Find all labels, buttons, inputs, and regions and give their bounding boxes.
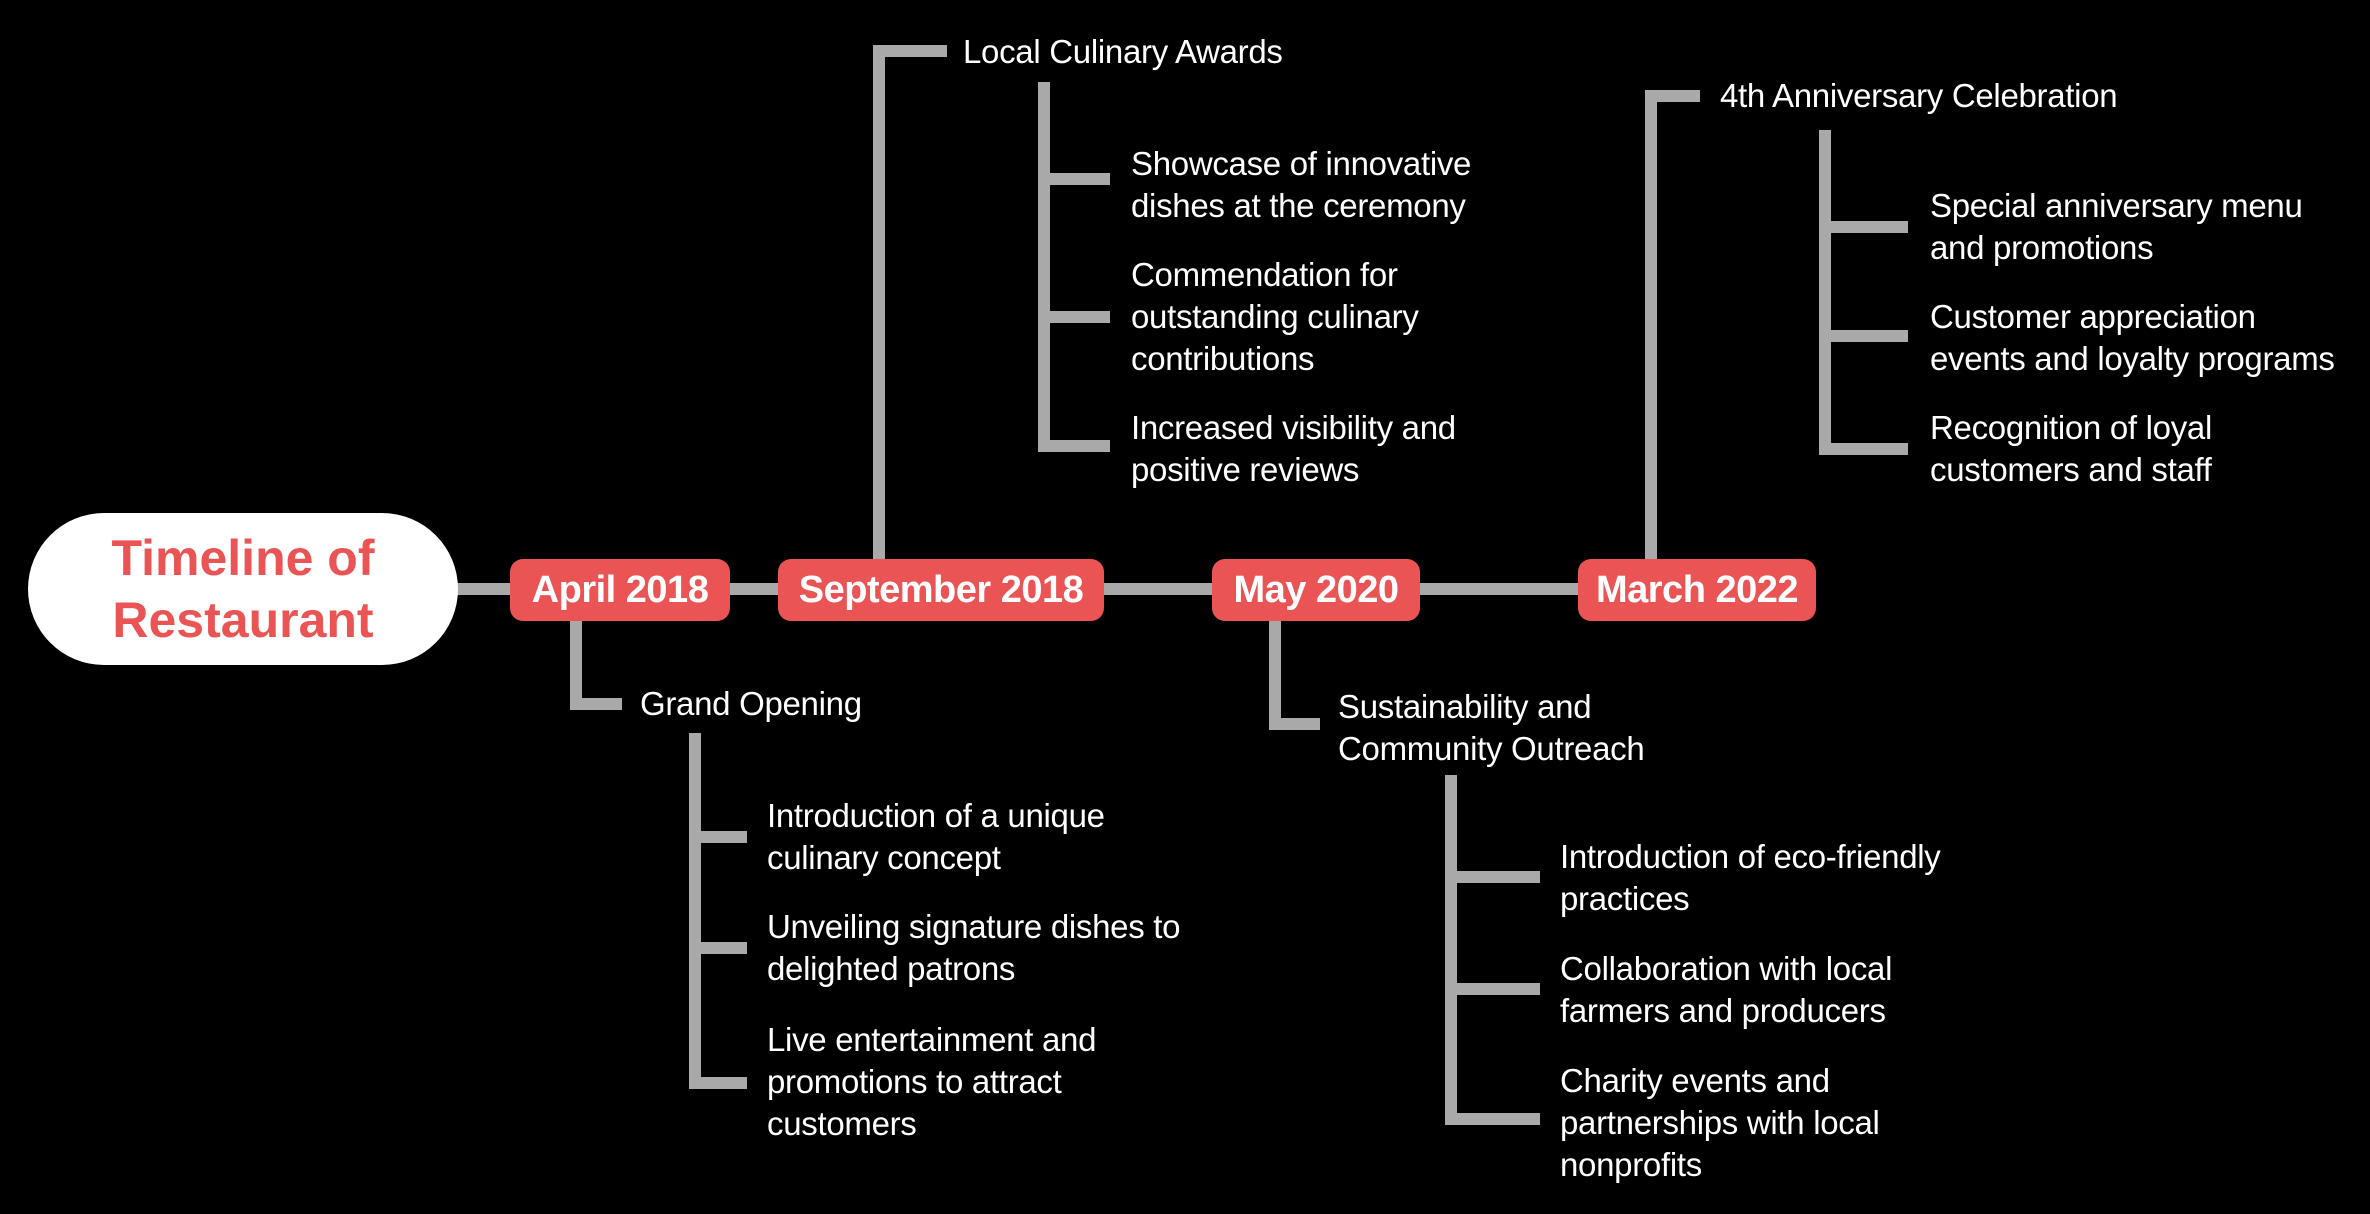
- connector-sustainability-subvertical: [1445, 775, 1457, 1125]
- connector-march-elbow: [1645, 90, 1700, 102]
- milestone-node-september-2018: September 2018: [778, 559, 1104, 621]
- milestone-node-march-2022: March 2022: [1578, 559, 1816, 621]
- connector-anniversary-stub-2: [1819, 330, 1908, 342]
- connector-may-elbow: [1269, 718, 1320, 730]
- connector-september-elbow: [873, 45, 947, 57]
- event-label-4th-anniversary: 4th Anniversary Celebration: [1720, 77, 2118, 114]
- connector-culinary-stub-3: [1038, 440, 1110, 452]
- connector-grandopening-stub-2: [689, 942, 747, 954]
- connector-march-vertical: [1645, 90, 1657, 575]
- connector-april-elbow: [570, 698, 622, 710]
- connector-sustainability-stub-3: [1445, 1113, 1540, 1125]
- connector-anniversary-subvertical: [1819, 130, 1831, 455]
- connector-sustainability-stub-1: [1445, 871, 1540, 883]
- connector-grandopening-stub-1: [689, 831, 747, 843]
- connector-anniversary-stub-3: [1819, 443, 1908, 455]
- connector-sustainability-stub-2: [1445, 983, 1540, 995]
- connector-september-vertical: [873, 45, 885, 575]
- connector-culinary-subvertical: [1038, 82, 1050, 452]
- connector-culinary-stub-1: [1038, 173, 1110, 185]
- milestone-node-april-2018: April 2018: [510, 559, 730, 621]
- event-label-local-culinary-awards: Local Culinary Awards: [963, 33, 1283, 70]
- connector-culinary-stub-2: [1038, 311, 1110, 323]
- connector-april-vertical: [570, 600, 582, 710]
- milestone-node-may-2020: May 2020: [1212, 559, 1420, 621]
- connector-anniversary-stub-1: [1819, 221, 1908, 233]
- connector-grandopening-subvertical: [689, 733, 701, 1089]
- connector-grandopening-stub-3: [689, 1077, 747, 1089]
- event-label-grand-opening: Grand Opening: [640, 685, 862, 722]
- connector-may-vertical: [1269, 600, 1281, 730]
